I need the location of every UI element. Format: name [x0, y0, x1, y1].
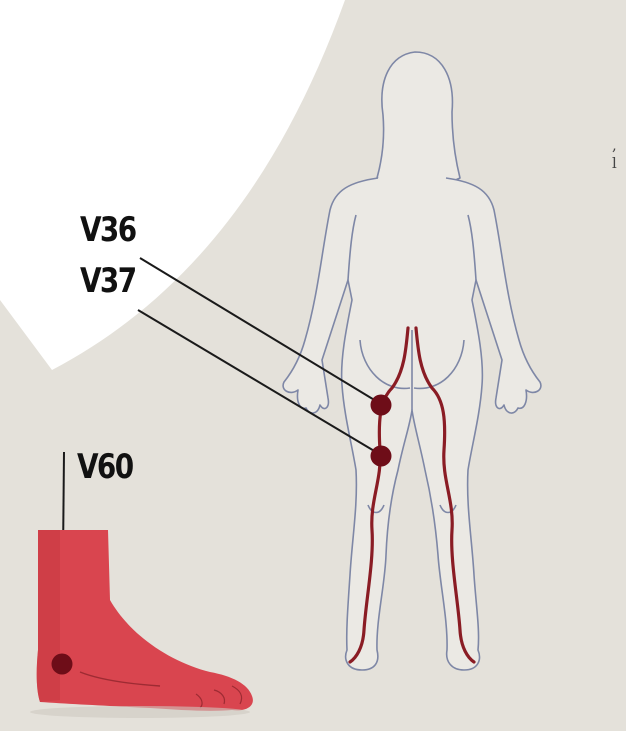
margin-text-fragment: l	[612, 156, 617, 171]
margin-text-fragment: ,	[612, 138, 617, 153]
point-v37	[371, 446, 392, 467]
label-v60: V60	[77, 450, 132, 484]
point-v36	[371, 395, 392, 416]
label-v36: V36	[80, 213, 135, 247]
label-v37: V37	[80, 264, 135, 298]
point-v60	[52, 654, 73, 675]
